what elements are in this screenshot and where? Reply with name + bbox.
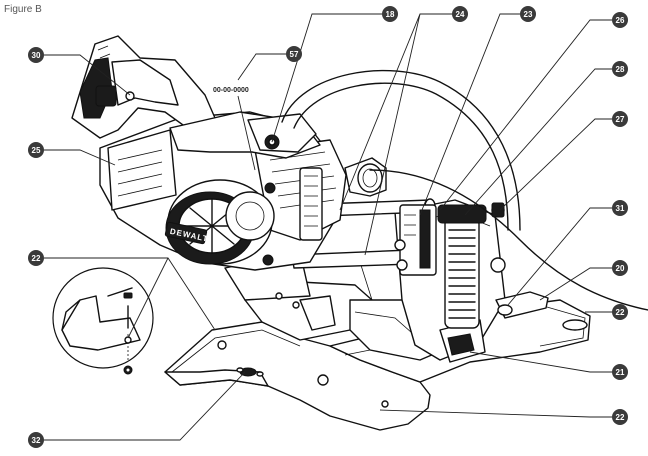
figure-title: Figure B xyxy=(4,4,42,15)
svg-text:22: 22 xyxy=(616,308,625,317)
callout-30: 30 xyxy=(28,47,44,63)
callout-57: 57 xyxy=(286,46,302,62)
callout-22-bottom: 22 xyxy=(612,409,628,425)
svg-text:32: 32 xyxy=(32,436,41,445)
fence-screw-inset xyxy=(52,267,154,375)
callout-28: 28 xyxy=(612,61,628,77)
callout-21: 21 xyxy=(612,364,628,380)
adjustment-knobs xyxy=(394,202,549,319)
part-number-label: 00-00-0000 xyxy=(213,87,249,94)
svg-text:25: 25 xyxy=(32,146,41,155)
return-spring xyxy=(437,204,487,329)
svg-text:26: 26 xyxy=(616,16,625,25)
callout-22-left: 22 xyxy=(28,250,44,266)
callout-22-right: 22 xyxy=(612,304,628,320)
svg-text:22: 22 xyxy=(616,413,625,422)
leader-lines xyxy=(44,13,612,441)
callout-23: 23 xyxy=(520,6,536,22)
top-carry-handle xyxy=(169,111,387,197)
svg-text:20: 20 xyxy=(616,264,625,273)
svg-text:22: 22 xyxy=(32,254,41,263)
dust-hose-and-cord xyxy=(281,69,648,311)
svg-text:18: 18 xyxy=(386,10,395,19)
callout-24: 24 xyxy=(452,6,468,22)
callout-18: 18 xyxy=(382,6,398,22)
svg-text:28: 28 xyxy=(616,65,625,74)
callout-26: 26 xyxy=(612,12,628,28)
callout-27: 27 xyxy=(612,111,628,127)
svg-text:57: 57 xyxy=(290,50,299,59)
svg-text:30: 30 xyxy=(32,51,41,60)
callout-32: 32 xyxy=(28,432,44,448)
svg-text:24: 24 xyxy=(456,10,465,19)
svg-text:23: 23 xyxy=(524,10,533,19)
svg-text:21: 21 xyxy=(616,368,625,377)
callout-20: 20 xyxy=(612,260,628,276)
svg-text:31: 31 xyxy=(616,204,625,213)
callout-25: 25 xyxy=(28,142,44,158)
callout-31: 31 xyxy=(612,200,628,216)
svg-text:27: 27 xyxy=(616,115,625,124)
motor-end-cap: DEWALT xyxy=(164,179,276,266)
